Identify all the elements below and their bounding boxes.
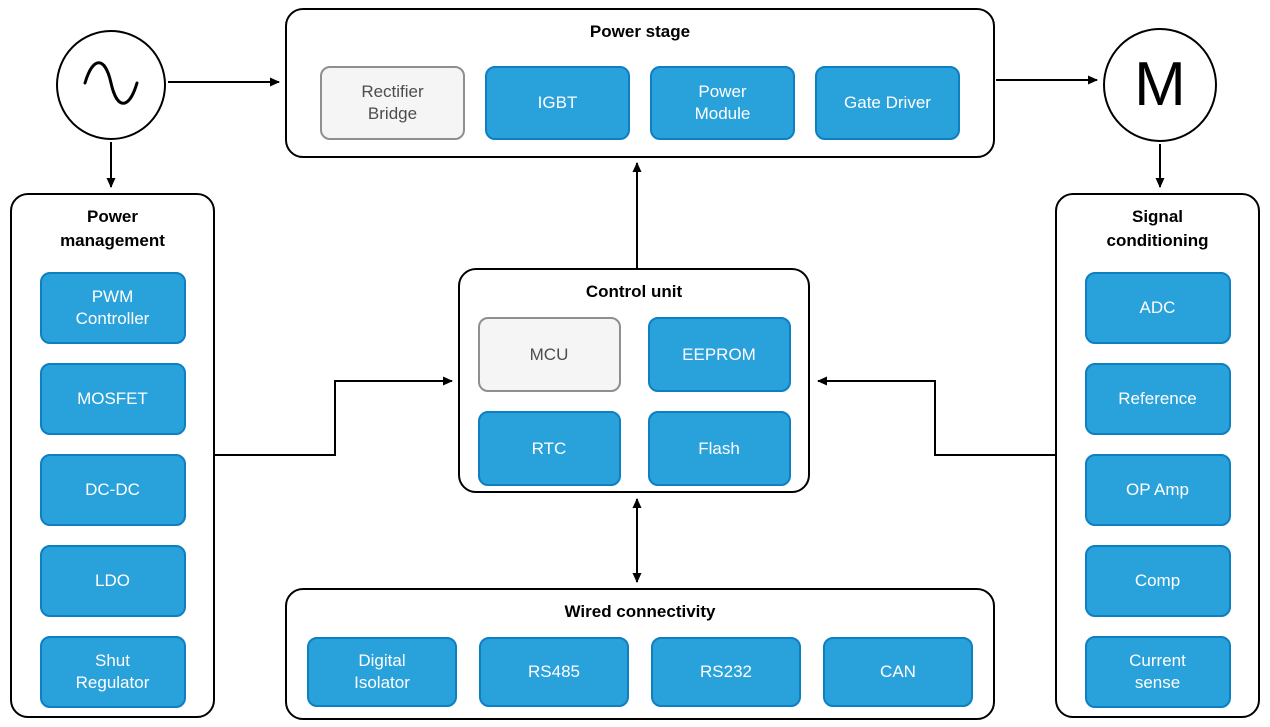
motor-node: M xyxy=(1103,28,1217,142)
block-digital-isolator: Digital Isolator xyxy=(307,637,457,707)
block-rtc: RTC xyxy=(477,411,621,486)
block-power-module: Power Module xyxy=(650,66,795,140)
block-rs485: RS485 xyxy=(479,637,629,707)
group-title-power-management: Power management xyxy=(60,207,165,250)
block-gate-driver: Gate Driver xyxy=(815,66,960,140)
block-rs232: RS232 xyxy=(651,637,801,707)
group-title-wired-connectivity: Wired connectivity xyxy=(564,602,716,621)
group-power-management: Power management PWM Controller MOSFET D… xyxy=(10,193,215,718)
group-title-power-stage: Power stage xyxy=(589,22,691,41)
sine-wave-icon xyxy=(78,54,144,117)
group-power-stage: Power stage Rectifier Bridge IGBT Power … xyxy=(285,8,995,158)
block-can: CAN xyxy=(823,637,973,707)
edge-power-management-to-control-unit xyxy=(215,376,453,456)
block-comp: Comp xyxy=(1084,545,1231,617)
group-title-control-unit: Control unit xyxy=(585,282,683,301)
block-current-sense: Current sense xyxy=(1084,636,1231,708)
motor-label: M xyxy=(1134,50,1186,119)
group-title-signal-conditioning: Signal conditioning xyxy=(1106,207,1209,250)
block-dc-dc: DC-DC xyxy=(39,454,186,526)
block-flash: Flash xyxy=(647,411,791,486)
group-signal-conditioning: Signal conditioning ADC Reference OP Amp… xyxy=(1055,193,1260,718)
block-pwm-controller: PWM Controller xyxy=(39,272,186,344)
block-mcu: MCU xyxy=(477,317,621,392)
block-ldo: LDO xyxy=(39,545,186,617)
block-igbt: IGBT xyxy=(485,66,630,140)
wired-connectivity-row: Digital Isolator RS485 RS232 CAN xyxy=(287,637,993,707)
block-adc: ADC xyxy=(1084,272,1231,344)
signal-conditioning-column: ADC Reference OP Amp Comp Current sense xyxy=(1057,272,1258,708)
control-unit-grid: MCU EEPROM RTC Flash xyxy=(460,317,808,486)
group-control-unit: Control unit MCU EEPROM RTC Flash xyxy=(458,268,810,493)
power-management-column: PWM Controller MOSFET DC-DC LDO Shut Reg… xyxy=(12,272,213,708)
edge-signal-conditioning-to-control-unit xyxy=(817,376,1055,456)
block-rectifier-bridge: Rectifier Bridge xyxy=(320,66,465,140)
block-eeprom: EEPROM xyxy=(647,317,791,392)
block-shut-regulator: Shut Regulator xyxy=(39,636,186,708)
group-wired-connectivity: Wired connectivity Digital Isolator RS48… xyxy=(285,588,995,720)
block-mosfet: MOSFET xyxy=(39,363,186,435)
block-reference: Reference xyxy=(1084,363,1231,435)
block-op-amp: OP Amp xyxy=(1084,454,1231,526)
power-stage-row: Rectifier Bridge IGBT Power Module Gate … xyxy=(287,66,993,140)
ac-source-node xyxy=(56,30,166,140)
